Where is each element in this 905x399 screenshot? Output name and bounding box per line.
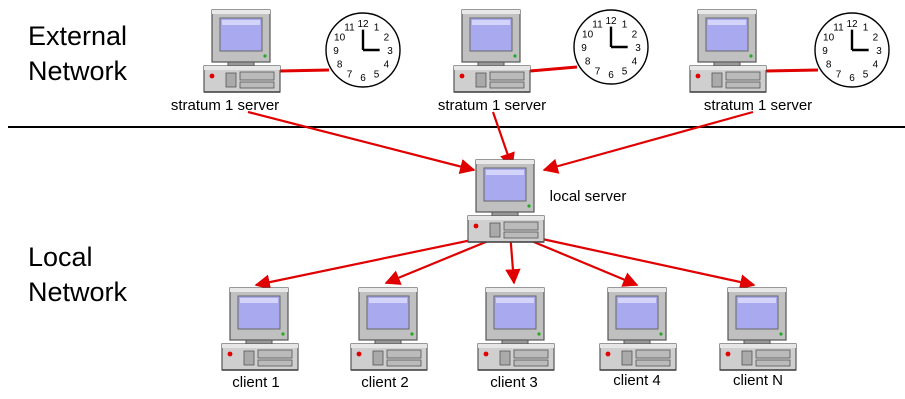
server-label-2: stratum 1 server: [437, 97, 547, 114]
sync-arrow: [491, 111, 515, 169]
clock-number: 7: [836, 69, 842, 80]
clock-number: 12: [605, 16, 617, 27]
clock-number: 10: [334, 33, 346, 44]
clock-number: 1: [374, 23, 380, 34]
clock-number: 2: [632, 30, 638, 41]
clock-number: 10: [582, 30, 594, 41]
stratum-server-1: [203, 9, 281, 93]
clock-number: 9: [333, 46, 339, 57]
clock-number: 3: [876, 46, 882, 57]
clock-number: 4: [873, 60, 879, 71]
clock-number: 4: [632, 57, 638, 68]
clock-link: [279, 68, 330, 73]
clock-number: 8: [337, 60, 343, 71]
client-computer-3: [477, 287, 555, 371]
client-sync-arrow: [509, 230, 756, 290]
clock-link: [765, 68, 819, 73]
stratum-server-3: [689, 9, 767, 93]
clock-number: 4: [384, 60, 390, 71]
clock-number: 3: [387, 46, 393, 57]
clock-number: 3: [635, 43, 641, 54]
client-computer-4: [599, 287, 677, 371]
clock-number: 8: [585, 57, 591, 68]
clock-number: 2: [384, 33, 390, 44]
clock-number: 11: [344, 23, 355, 34]
sync-arrow: [542, 110, 754, 174]
clock-number: 7: [595, 66, 601, 77]
clock-number: 2: [873, 33, 879, 44]
client-computer-1: [221, 287, 299, 371]
client-computer-2: [350, 287, 428, 371]
clock-number: 1: [622, 20, 628, 31]
client-computer-5: [719, 287, 797, 371]
clock-number: 7: [347, 69, 353, 80]
clock-number: 6: [608, 70, 614, 81]
client-label-3: client 3: [490, 374, 538, 391]
clock-number: 6: [849, 73, 855, 84]
clock-number: 11: [833, 23, 844, 34]
clock-link: [529, 65, 578, 73]
clock-number: 12: [357, 19, 369, 30]
client-label-n: client N: [732, 372, 784, 389]
local-server: [467, 159, 545, 243]
clock-number: 8: [826, 60, 832, 71]
clock-number: 10: [823, 33, 835, 44]
clock-number: 9: [822, 46, 828, 57]
client-label-1: client 1: [232, 374, 280, 391]
clock-number: 12: [846, 19, 858, 30]
sync-arrow: [247, 110, 476, 175]
clock-number: 9: [581, 43, 587, 54]
clock-number: 11: [592, 20, 603, 31]
clock-number: 5: [863, 69, 869, 80]
clock-number: 5: [374, 69, 380, 80]
server-label-1: stratum 1 server: [170, 97, 280, 114]
local-server-label: local server: [549, 188, 627, 205]
clock-number: 1: [863, 23, 869, 34]
external-network-label: External Network: [28, 21, 128, 86]
client-label-2: client 2: [361, 374, 409, 391]
local-network-label: Local Network: [28, 242, 128, 307]
clock-number: 6: [360, 73, 366, 84]
stratum-server-2: [453, 9, 531, 93]
clock-number: 5: [622, 66, 628, 77]
client-label-4: client 4: [613, 372, 661, 389]
server-label-3: stratum 1 server: [703, 97, 813, 114]
